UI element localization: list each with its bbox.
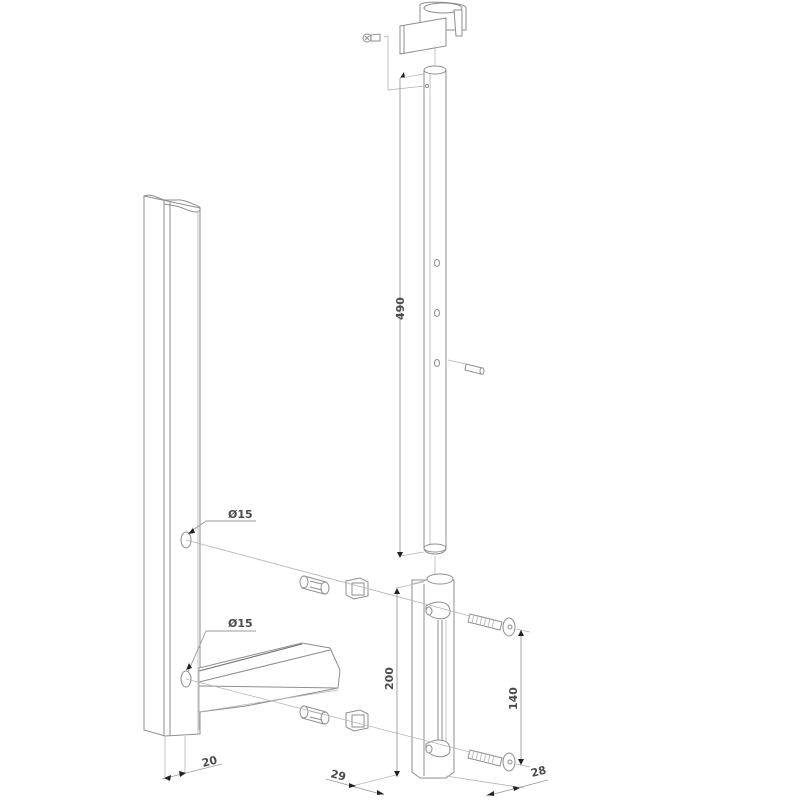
dimension-20: 20 [161, 736, 223, 781]
hinge-pin [423, 65, 447, 555]
small-screw [362, 33, 425, 91]
dimension-490: 490 [394, 78, 425, 558]
wall-plug-upper [299, 575, 330, 595]
diameter-lower-label: Ø15 [228, 617, 253, 630]
dimension-29-label: 29 [329, 767, 347, 783]
dimension-29: 29 [325, 767, 385, 796]
dimension-200-label: 200 [383, 667, 396, 690]
countersunk-bolt-upper [467, 613, 516, 637]
base-outline [351, 774, 525, 789]
dimension-140: 140 [507, 630, 524, 765]
dimension-140-label: 140 [507, 687, 520, 710]
square-nut-upper [345, 577, 369, 600]
dimension-490-label: 490 [394, 297, 407, 320]
dimension-diameter-lower: Ø15 [186, 617, 256, 673]
dimension-28-label: 28 [530, 764, 548, 780]
dimension-20-label: 20 [201, 754, 219, 770]
dimension-28: 28 [485, 764, 549, 797]
bracket-arm [198, 642, 341, 730]
countersunk-bolt-lower [467, 749, 516, 772]
diameter-upper-label: Ø15 [228, 508, 253, 521]
assembly-axis-lines [185, 539, 531, 768]
side-pin [447, 359, 485, 375]
square-nut-lower [345, 709, 369, 732]
hinge-plate [411, 573, 455, 779]
top-hinge-cap [399, 1, 467, 55]
dimension-diameter-upper: Ø15 [188, 508, 256, 534]
vertical-post [143, 194, 201, 737]
dimension-200: 200 [383, 581, 425, 777]
